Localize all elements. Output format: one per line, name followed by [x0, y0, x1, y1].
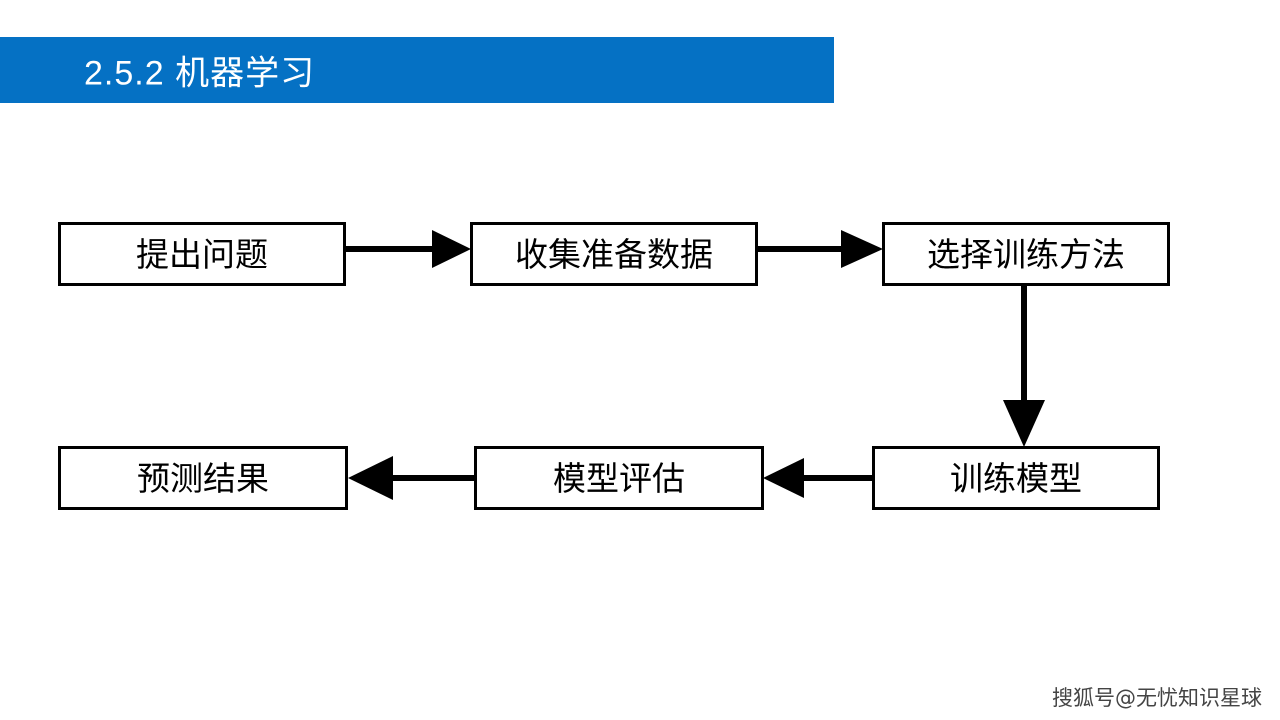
- flowchart-node-choose-training-method[interactable]: 选择训练方法: [882, 222, 1170, 286]
- flowchart-node-label: 模型评估: [553, 458, 685, 498]
- edge-method-to-train: [1003, 285, 1045, 447]
- edge-evaluate-to-predict: [348, 456, 474, 500]
- slide-title-banner: 2.5.2 机器学习: [0, 37, 834, 103]
- flowchart-node-model-evaluation[interactable]: 模型评估: [474, 446, 764, 510]
- flowchart-node-label: 训练模型: [950, 458, 1082, 498]
- flowchart-node-collect-data[interactable]: 收集准备数据: [470, 222, 758, 286]
- watermark: 搜狐号@无忧知识星球: [1052, 686, 1262, 710]
- flowchart-node-prediction-result[interactable]: 预测结果: [58, 446, 348, 510]
- edge-train-to-evaluate: [763, 458, 873, 498]
- flowchart-node-ask-question[interactable]: 提出问题: [58, 222, 346, 286]
- flowchart-node-label: 预测结果: [137, 458, 269, 498]
- flowchart-node-train-model[interactable]: 训练模型: [872, 446, 1160, 510]
- edge-collect-to-method: [757, 230, 883, 268]
- flowchart-node-label: 收集准备数据: [515, 234, 713, 274]
- edge-ask-to-collect: [346, 230, 471, 268]
- flowchart-node-label: 提出问题: [136, 234, 268, 274]
- flowchart-node-label: 选择训练方法: [927, 234, 1125, 274]
- page-title: 2.5.2 机器学习: [84, 54, 316, 93]
